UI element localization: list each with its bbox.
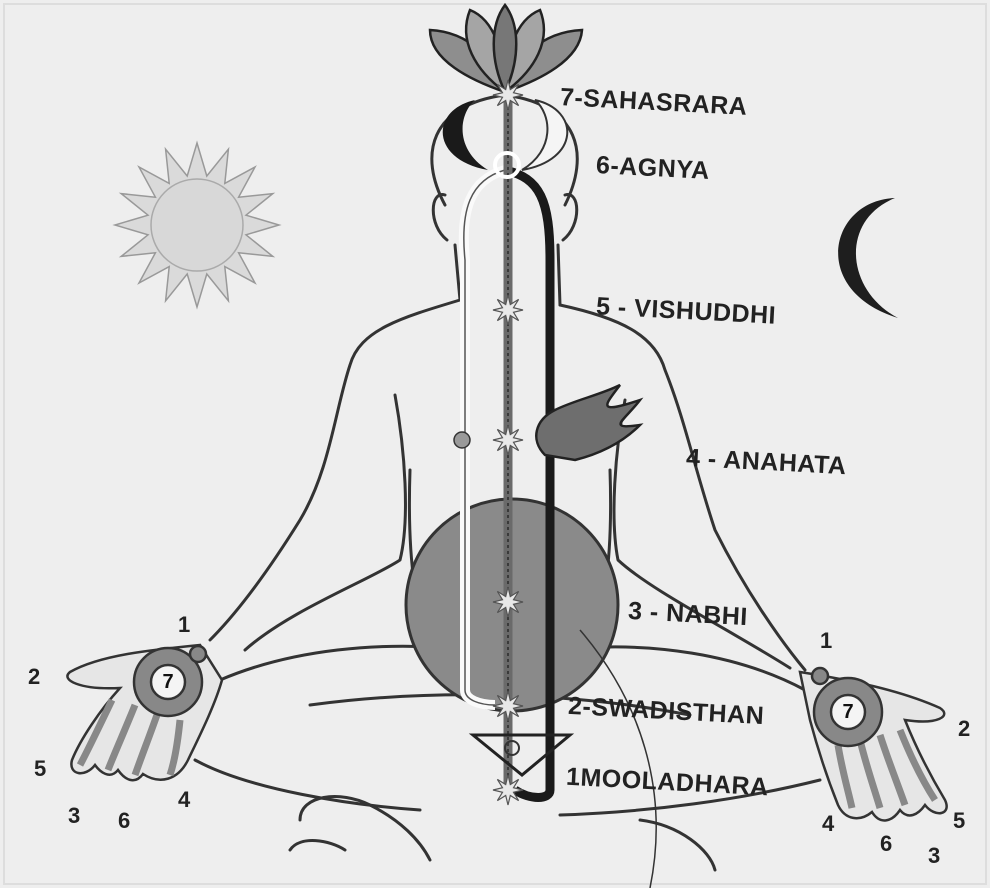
lotus-icon (430, 5, 582, 92)
left-finger-4: 4 (178, 787, 191, 813)
mooladhara-point (493, 775, 523, 805)
left-finger-3: 3 (68, 803, 81, 829)
left-palm-number: 7 (153, 667, 183, 697)
left-crescent (443, 100, 488, 170)
right-finger-3: 3 (928, 843, 941, 869)
right-palm-number: 7 (833, 697, 863, 727)
vishuddhi-point (493, 295, 523, 325)
nabhi-point (493, 587, 523, 617)
anahata-point (493, 425, 523, 455)
right-finger-4: 4 (822, 811, 835, 837)
left-finger-5: 5 (34, 756, 47, 782)
sacrum-triangle (473, 735, 570, 775)
right-finger-1: 1 (820, 628, 833, 654)
left-finger-1: 1 (178, 612, 191, 638)
right-finger-2: 2 (958, 716, 971, 742)
anahata-left-dot (454, 432, 470, 448)
label-agnya: 6-AGNYA (595, 151, 710, 186)
right-finger-6: 6 (880, 831, 893, 857)
left-hand (67, 645, 222, 780)
left-finger-6: 6 (118, 808, 131, 834)
left-finger-2: 2 (28, 664, 41, 690)
swadisthan-point (493, 691, 523, 721)
sahasrara-point (493, 80, 523, 110)
right-finger-5: 5 (953, 808, 966, 834)
moon-icon (838, 198, 898, 318)
right-hand (800, 668, 947, 820)
sun-icon (115, 143, 279, 307)
label-nabhi: 3 - NABHI (627, 597, 748, 632)
